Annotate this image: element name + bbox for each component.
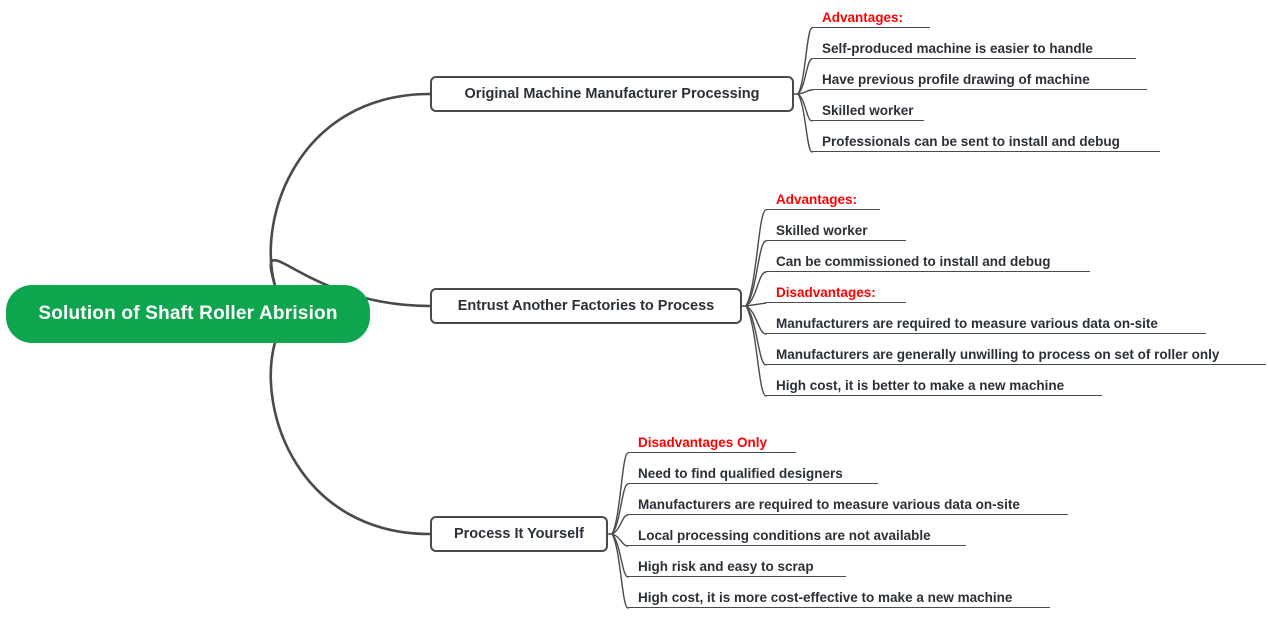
leaf-row[interactable]: Manufacturers are generally unwilling to… [766, 343, 1266, 365]
leaf-row[interactable]: Need to find qualified designers [628, 462, 878, 484]
leaf-label: Skilled worker [822, 103, 914, 119]
leaf-row[interactable]: Skilled worker [766, 219, 906, 241]
leaf-label: Manufacturers are required to measure va… [638, 497, 1020, 513]
leaf-label: High cost, it is more cost-effective to … [638, 590, 1013, 606]
leaf-label: Skilled worker [776, 223, 868, 239]
leaf-label: Manufacturers are generally unwilling to… [776, 347, 1220, 363]
leaf-row[interactable]: Can be commissioned to install and debug [766, 250, 1090, 272]
leaf-heading-label: Advantages: [822, 10, 904, 26]
leaf-label: Need to find qualified designers [638, 466, 843, 482]
branch-node[interactable]: Process It Yourself [430, 516, 608, 552]
leaf-label: Can be commissioned to install and debug [776, 254, 1051, 270]
leaf-row[interactable]: Manufacturers are required to measure va… [766, 312, 1206, 334]
root-node[interactable]: Solution of Shaft Roller Abrision [6, 285, 370, 343]
leaf-label: High risk and easy to scrap [638, 559, 814, 575]
branch-node-label: Process It Yourself [453, 526, 585, 542]
leaf-row[interactable]: High risk and easy to scrap [628, 555, 846, 577]
leaf-row[interactable]: Disadvantages Only [628, 431, 796, 453]
leaf-heading-label: Disadvantages: [776, 285, 876, 301]
leaf-row[interactable]: Advantages: [766, 188, 880, 210]
leaf-label: Self-produced machine is easier to handl… [822, 41, 1093, 57]
leaf-row[interactable]: Skilled worker [812, 99, 924, 121]
leaf-label: Manufacturers are required to measure va… [776, 316, 1158, 332]
branch-node-label: Entrust Another Factories to Process [457, 298, 715, 314]
leaf-row[interactable]: Have previous profile drawing of machine [812, 68, 1147, 90]
leaf-row[interactable]: Manufacturers are required to measure va… [628, 493, 1068, 515]
leaf-row[interactable]: Advantages: [812, 6, 930, 28]
leaf-heading-label: Disadvantages Only [638, 435, 768, 451]
branch-node-label: Original Machine Manufacturer Processing [464, 86, 760, 102]
leaf-label: Have previous profile drawing of machine [822, 72, 1090, 88]
leaf-label: Professionals can be sent to install and… [822, 134, 1120, 150]
leaf-row[interactable]: High cost, it is better to make a new ma… [766, 374, 1102, 396]
branch-node[interactable]: Original Machine Manufacturer Processing [430, 76, 794, 112]
leaf-heading-label: Advantages: [776, 192, 858, 208]
leaf-row[interactable]: Self-produced machine is easier to handl… [812, 37, 1136, 59]
leaf-row[interactable]: High cost, it is more cost-effective to … [628, 586, 1050, 608]
leaf-row[interactable]: Local processing conditions are not avai… [628, 524, 966, 546]
leaf-label: Local processing conditions are not avai… [638, 528, 931, 544]
leaf-row[interactable]: Professionals can be sent to install and… [812, 130, 1160, 152]
branch-node[interactable]: Entrust Another Factories to Process [430, 288, 742, 324]
leaf-row[interactable]: Disadvantages: [766, 281, 906, 303]
leaf-label: High cost, it is better to make a new ma… [776, 378, 1065, 394]
root-node-label: Solution of Shaft Roller Abrision [38, 303, 338, 324]
